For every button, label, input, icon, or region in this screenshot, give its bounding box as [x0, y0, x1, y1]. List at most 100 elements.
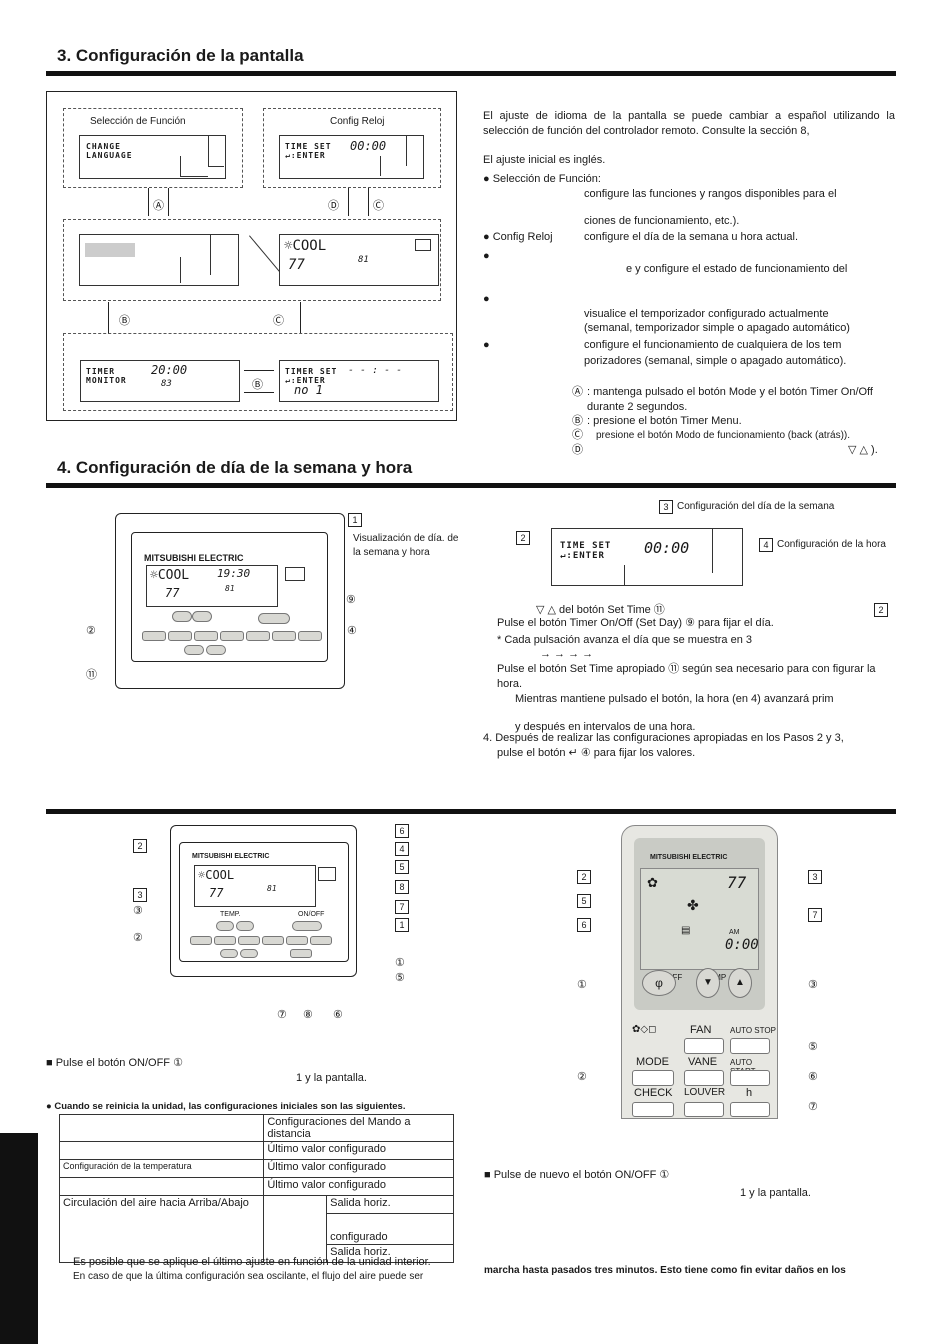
- controller-lcd: ☼COOL 19:30 77 81: [146, 565, 278, 607]
- wireless-brand: MITSUBISHI ELECTRIC: [650, 854, 728, 861]
- table-r5c3: Salida horiz.: [326, 1195, 454, 1214]
- temp-up-button[interactable]: [192, 611, 212, 622]
- key-a-mark: Ⓐ: [572, 386, 583, 398]
- step-7: 4. Después de realizar las configuracion…: [483, 732, 844, 744]
- controller5-onoff-button[interactable]: [292, 921, 322, 931]
- wireless-temp-up-button[interactable]: ▲: [728, 968, 752, 998]
- key-d-mark: Ⓓ: [572, 444, 583, 456]
- step-5: Mientras mantiene pulsado el botón, la h…: [515, 693, 834, 705]
- filter-icon: [285, 567, 305, 581]
- s5-label-c3: ③: [133, 905, 143, 917]
- wireless-louver-button[interactable]: [684, 1102, 724, 1117]
- controller5-vane-button[interactable]: [286, 936, 308, 945]
- wireless-mode-button[interactable]: [632, 1070, 674, 1086]
- func-select-group: Selección de Función CHANGE LANGUAGE: [63, 108, 243, 188]
- s5-note-2: ■ Pulse de nuevo el botón ON/OFF ①: [484, 1169, 670, 1181]
- wireless-mode-icon: ✿: [647, 875, 658, 890]
- set-time-down-button[interactable]: [184, 645, 204, 655]
- lcd-blank: [79, 234, 239, 286]
- s4-label-2: ②: [86, 625, 96, 637]
- key-b: : presione el botón Timer Menu.: [587, 415, 742, 427]
- controller5-temp-label: TEMP.: [220, 911, 241, 918]
- lcd-timer-monitor-sub: 83: [161, 379, 172, 389]
- monitor-button[interactable]: [168, 631, 192, 641]
- controller5-brand: MITSUBISHI ELECTRIC: [192, 853, 270, 860]
- table-r3c1: Configuración de la temperatura: [58, 1159, 265, 1178]
- wireless-check-button[interactable]: [632, 1102, 674, 1117]
- wireless-auto-stop-button[interactable]: [730, 1038, 770, 1054]
- s5-label-c6: ⑥: [333, 1009, 343, 1021]
- s5-reset-head: ● Cuando se reinicia la unidad, las conf…: [46, 1101, 406, 1112]
- mark-a: Ⓐ: [153, 200, 164, 212]
- controller5-day-button[interactable]: [238, 936, 260, 945]
- onoff-button[interactable]: [258, 613, 290, 624]
- controller5-lcd-temp: 77: [209, 886, 224, 900]
- w-label-5: 5: [577, 894, 591, 908]
- controller5-monitor-button[interactable]: [214, 936, 236, 945]
- controller5-temp-up[interactable]: [236, 921, 254, 931]
- wireless-auto-start-button[interactable]: [730, 1070, 770, 1086]
- w-label-c5: ⑤: [808, 1041, 818, 1053]
- wireless-onoff-button[interactable]: φ: [642, 970, 676, 996]
- wireless-fan-icon: ✤: [687, 897, 699, 913]
- lcd-clock-value: 00:00: [350, 139, 387, 153]
- controller-lcd-small: 81: [225, 584, 235, 593]
- w-label-c3: ③: [808, 979, 818, 991]
- fan-button[interactable]: [220, 631, 244, 641]
- w-label-3: 3: [808, 870, 822, 884]
- controller5-clock-down[interactable]: [220, 949, 238, 958]
- w-label-6: 6: [577, 918, 591, 932]
- table-r6c3: configurado: [326, 1213, 454, 1245]
- section4-title: 4. Configuración de día de la semana y h…: [57, 458, 413, 477]
- section5-rule: [46, 809, 896, 814]
- controller-brand: MITSUBISHI ELECTRIC: [144, 553, 244, 563]
- w-label-c7: ⑦: [808, 1101, 818, 1113]
- s5-label-3: 3: [133, 888, 147, 902]
- lcd-temp: 77: [288, 257, 305, 273]
- wireless-temp-down-button[interactable]: ▼: [696, 968, 720, 998]
- louver-button[interactable]: [272, 631, 296, 641]
- s3-bullet-1-body2: ciones de funcionamiento, etc.).: [584, 215, 740, 227]
- s3-bullet-2-head: ● Config Reloj: [483, 231, 553, 243]
- table-r1c2: Configuraciones del Mando a distancia: [263, 1114, 454, 1142]
- step-1-box: 2: [874, 603, 888, 617]
- key-c: presione el botón Modo de funcionamiento…: [596, 430, 851, 441]
- controller5-louver-button[interactable]: [310, 936, 332, 945]
- w-label-c6: ⑥: [808, 1071, 818, 1083]
- controller5-onoff-label: ON/OFF: [298, 911, 325, 918]
- controller5-operation-button[interactable]: [290, 949, 312, 958]
- set-time-up-button[interactable]: [206, 645, 226, 655]
- wireless-vane-label: VANE: [688, 1056, 718, 1068]
- controller-lcd-time: 19:30: [217, 567, 251, 580]
- lcd-time-set: TIME SET ↵:ENTER 00:00: [279, 135, 424, 179]
- wireless-fan-button[interactable]: [684, 1038, 724, 1054]
- test-button[interactable]: [298, 631, 322, 641]
- controller5-temp-down[interactable]: [216, 921, 234, 931]
- lcd-temp-small: 81: [358, 255, 369, 265]
- lcd-label-4: 4: [759, 538, 773, 552]
- s5-label-6: 6: [395, 824, 409, 838]
- key-b-mark: Ⓑ: [572, 415, 583, 427]
- wireless-auto-stop-label: AUTO STOP: [730, 1026, 776, 1035]
- lcd-timer-monitor-text: TIMER MONITOR: [86, 367, 127, 385]
- s5-label-5: 5: [395, 860, 409, 874]
- wireless-time-am: AM: [729, 929, 740, 936]
- mode-button[interactable]: [142, 631, 166, 641]
- lcd-label-3-text: Configuración del día de la semana: [677, 501, 835, 512]
- lcd-time-set-panel-value: 00:00: [644, 539, 690, 557]
- controller-lcd-cool: ☼COOL: [150, 568, 190, 583]
- vane-button[interactable]: [246, 631, 270, 641]
- s5-label-8: 8: [395, 880, 409, 894]
- temp-down-button[interactable]: [172, 611, 192, 622]
- w-label-2: 2: [577, 870, 591, 884]
- wireless-vane-button[interactable]: [684, 1070, 724, 1086]
- controller5-back-button[interactable]: [190, 936, 212, 945]
- controller-lcd-temp: 77: [165, 586, 180, 600]
- step-3-arrows: → → → →: [540, 648, 594, 660]
- on-off-set-day-button[interactable]: [194, 631, 218, 641]
- mark-b-1: Ⓑ: [119, 315, 130, 327]
- controller5-clock-up[interactable]: [240, 949, 258, 958]
- wireless-h-button[interactable]: [730, 1102, 770, 1117]
- controller5-fan-button[interactable]: [262, 936, 284, 945]
- step-8: pulse el botón ↵ ④ para fijar los valore…: [497, 747, 696, 759]
